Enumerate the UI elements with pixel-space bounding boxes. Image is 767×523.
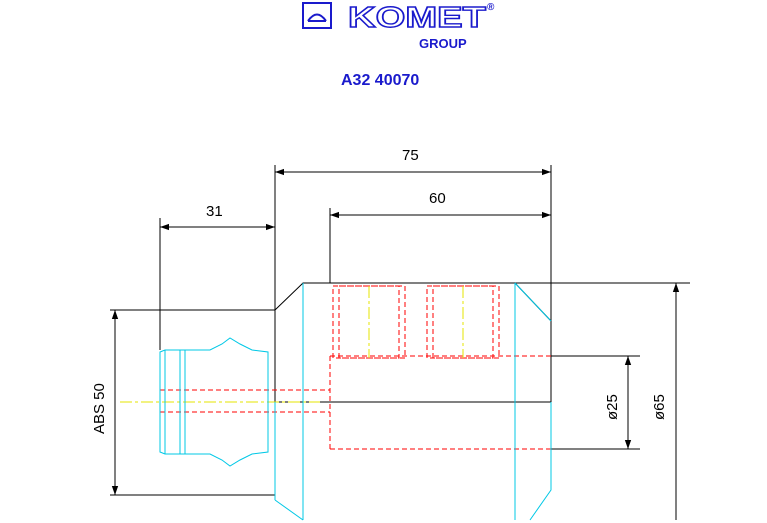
part-number: A32 40070 — [341, 72, 419, 89]
dim-31-text: 31 — [206, 203, 223, 220]
dim-d25-text: ø25 — [604, 394, 621, 420]
brand-name: KOMET — [348, 2, 486, 34]
komet-logo: KOMET ® GROUP — [302, 1, 495, 51]
cyan-geometry — [159, 282, 552, 521]
komet-emblem-icon — [302, 2, 332, 29]
dim-d65-text: ø65 — [651, 394, 668, 420]
brand-group: GROUP — [419, 36, 467, 51]
shank-profile — [159, 337, 269, 467]
registered-mark: ® — [487, 2, 495, 13]
dim-75-text: 75 — [402, 147, 419, 164]
centerlines — [120, 286, 464, 403]
dimension-lines — [111, 168, 680, 520]
dim-60-text: 60 — [429, 190, 446, 207]
dim-abs50-text: ABS 50 — [91, 383, 108, 434]
